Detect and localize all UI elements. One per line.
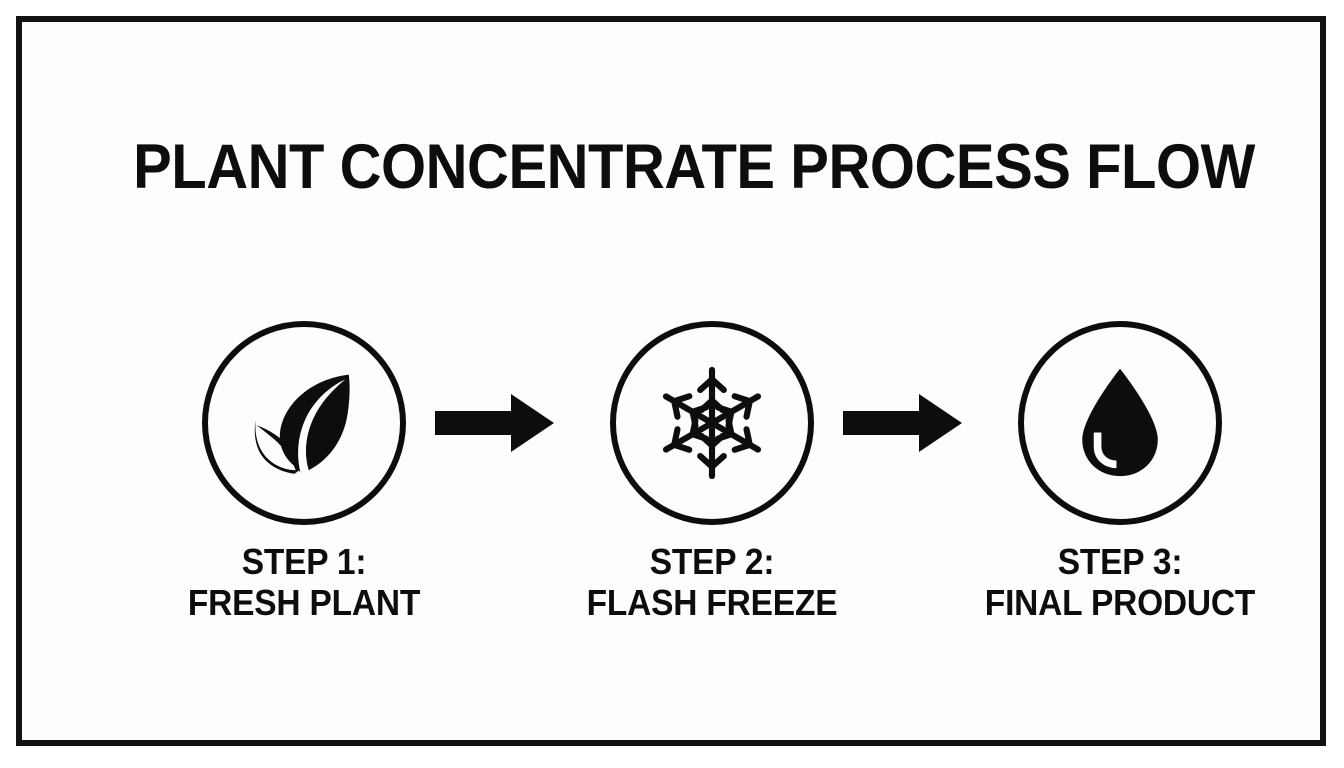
- snowflake-icon: [653, 364, 771, 482]
- step-2-number: STEP 2:: [649, 541, 775, 582]
- step-2-circle: [610, 321, 814, 525]
- step-2-name: FLASH FREEZE: [586, 582, 838, 623]
- arrow-right-icon-1: [435, 391, 555, 455]
- step-3-name: FINAL PRODUCT: [984, 582, 1256, 623]
- step-1-number: STEP 1:: [241, 541, 367, 582]
- leaf-icon: [245, 364, 363, 482]
- step-2-label: STEP 2: FLASH FREEZE: [559, 541, 866, 623]
- process-step-1[interactable]: [199, 318, 409, 528]
- step-labels-row: STEP 1: FRESH PLANT STEP 2: FLASH FREEZE…: [22, 541, 1344, 631]
- process-flow-row: [22, 318, 1344, 528]
- process-step-3[interactable]: [1015, 318, 1225, 528]
- arrow-right-icon-2: [843, 391, 963, 455]
- step-3-label: STEP 3: FINAL PRODUCT: [967, 541, 1274, 623]
- step-1-label: STEP 1: FRESH PLANT: [151, 541, 458, 623]
- step-3-circle: [1018, 321, 1222, 525]
- process-step-2[interactable]: [607, 318, 817, 528]
- step-1-circle: [202, 321, 406, 525]
- page-title: PLANT CONCENTRATE PROCESS FLOW: [133, 132, 1255, 202]
- diagram-border-frame: PLANT CONCENTRATE PROCESS FLOW: [16, 16, 1326, 746]
- step-3-number: STEP 3:: [1057, 541, 1183, 582]
- droplet-icon: [1061, 364, 1179, 482]
- step-1-name: FRESH PLANT: [187, 582, 421, 623]
